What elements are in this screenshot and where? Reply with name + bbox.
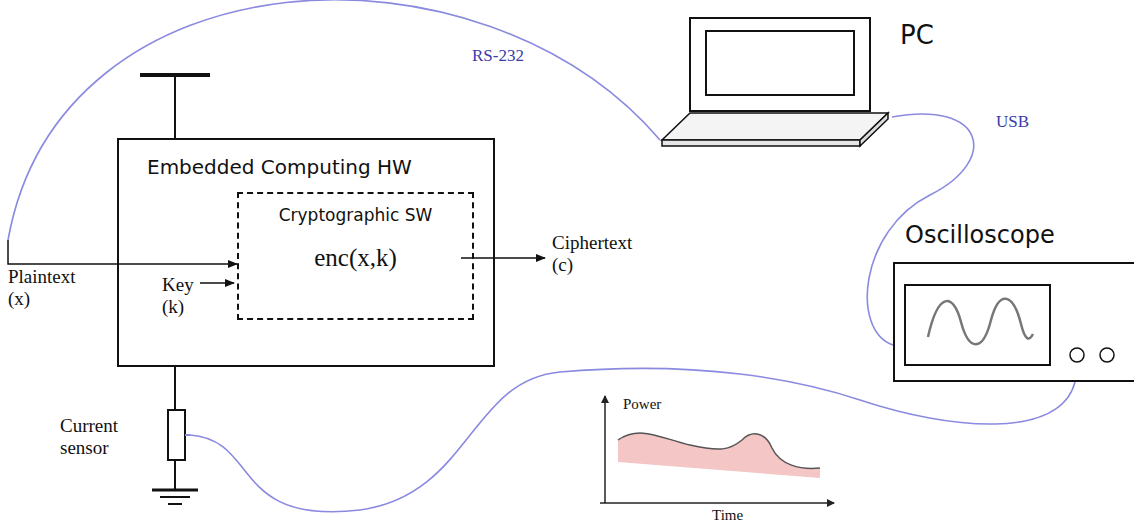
hardware-box: Embedded Computing HW Cryptographic SW enc… xyxy=(117,138,495,367)
power-trace xyxy=(618,433,820,468)
serial-cable xyxy=(8,0,660,240)
current-sensor: Current sensor xyxy=(60,405,190,465)
axis-label: Power xyxy=(623,396,661,413)
signal-label: Plaintext (x) xyxy=(8,266,88,310)
ground-symbol xyxy=(160,496,190,498)
scope-front xyxy=(893,262,1134,382)
oscilloscope-box: Oscilloscope xyxy=(893,262,1134,382)
ground-wire xyxy=(174,460,176,490)
ground-symbol xyxy=(168,503,182,505)
cable-label: RS-232 xyxy=(470,46,526,66)
ground-symbol xyxy=(152,489,198,492)
axis-label: Time xyxy=(712,507,743,524)
device-label: Oscilloscope xyxy=(905,222,1055,250)
cable-connector xyxy=(8,0,660,264)
box-title: Cryptographic SW xyxy=(239,206,472,226)
cable-label: USB xyxy=(994,112,1031,132)
sensor-label: Current sensor xyxy=(60,415,140,459)
power-fill xyxy=(618,433,820,478)
plot-axis xyxy=(604,396,606,503)
supply-wire xyxy=(174,76,176,138)
function-name: enc(x,k) xyxy=(239,244,472,273)
signal-label: Key (k) xyxy=(162,274,198,318)
laptop-icon xyxy=(660,15,892,155)
signal-label: Ciphertext (c) xyxy=(552,232,652,276)
ground-wire xyxy=(174,367,176,410)
device-label: PC xyxy=(900,21,934,51)
plaintext-arrow xyxy=(8,240,237,264)
plot-axis xyxy=(600,502,834,504)
supply-rail xyxy=(140,73,210,77)
pc-laptop: PC xyxy=(660,15,892,155)
probe-cable xyxy=(190,368,1075,511)
box-title: Embedded Computing HW xyxy=(147,156,412,179)
software-box: Cryptographic SW enc(x,k) xyxy=(237,192,474,320)
key-arrow xyxy=(200,282,234,284)
cable-connector xyxy=(190,368,1075,511)
